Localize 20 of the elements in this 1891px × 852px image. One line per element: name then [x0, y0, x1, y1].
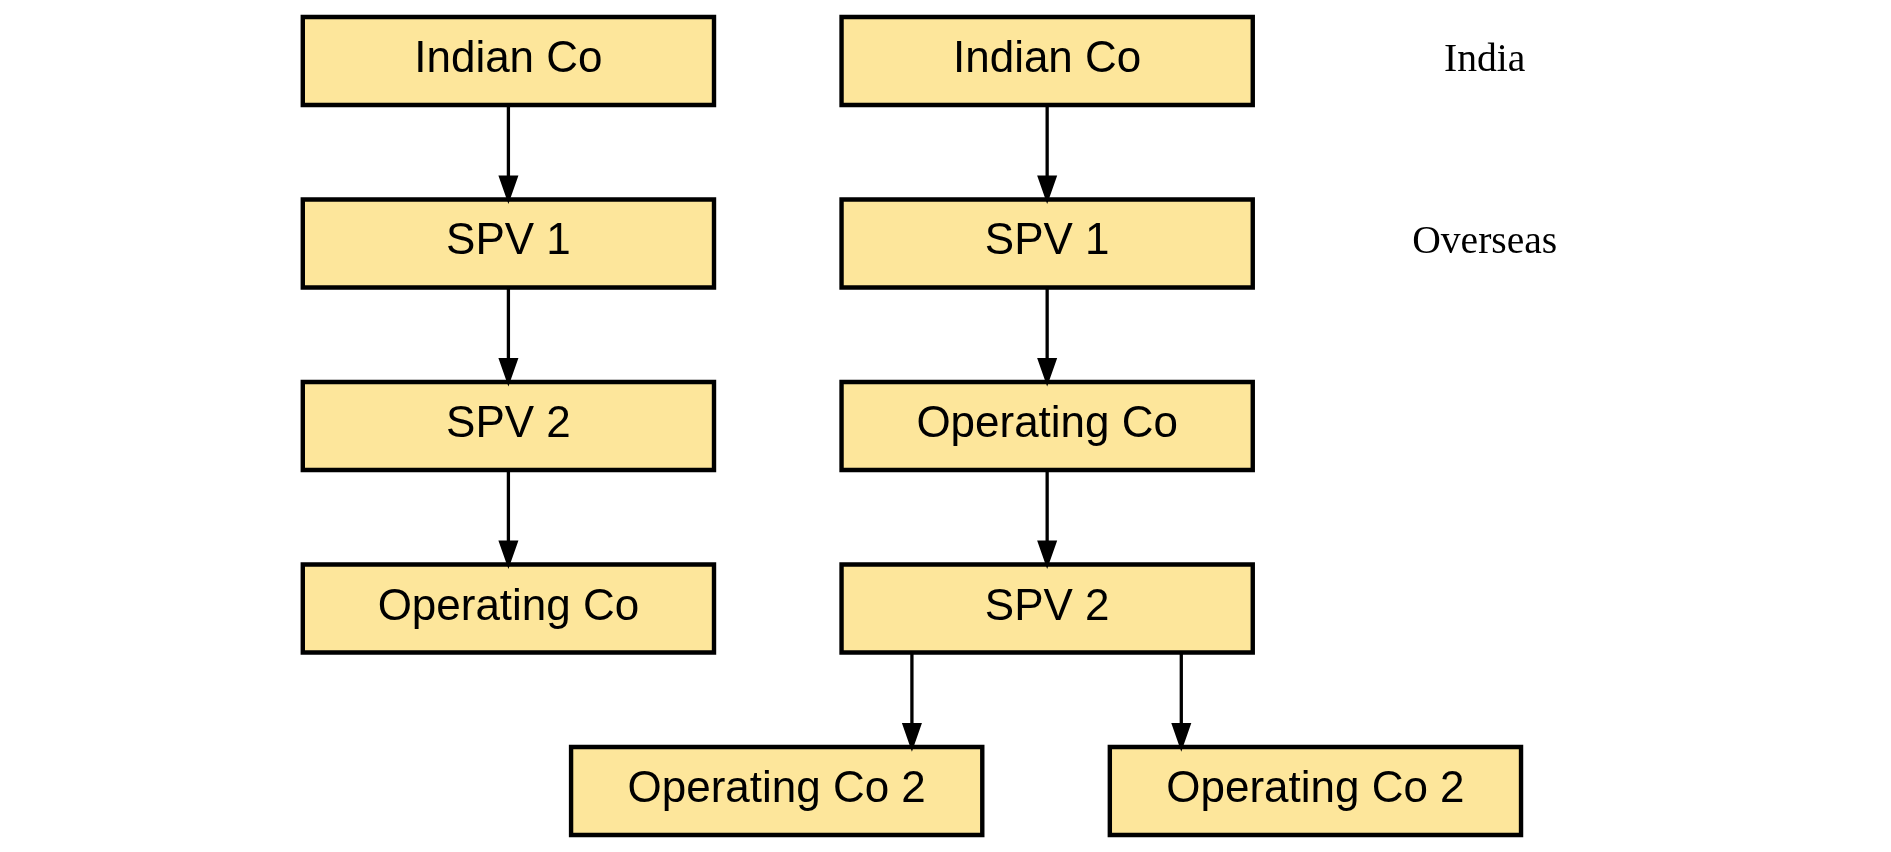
arrow [497, 470, 518, 570]
arrow [901, 652, 922, 752]
arrow [1036, 105, 1057, 205]
node-box: Operating Co [300, 562, 716, 655]
arrow [1170, 652, 1191, 752]
arrow [497, 287, 518, 387]
node-box: Operating Co 2 [568, 744, 984, 838]
label: Overseas [1411, 218, 1557, 263]
node-box: SPV 2 [300, 379, 716, 473]
node-box: SPV 2 [838, 562, 1255, 655]
arrow [1036, 287, 1057, 387]
arrow [1036, 470, 1057, 570]
node-box: Indian Co [300, 14, 716, 108]
node-box: Indian Co [838, 14, 1255, 108]
arrow [497, 105, 518, 205]
node-box: Operating Co [838, 379, 1255, 473]
node-box: SPV 1 [300, 197, 716, 290]
label: India [1443, 35, 1525, 80]
node-box: Operating Co 2 [1107, 744, 1523, 838]
node-box: SPV 1 [838, 197, 1255, 290]
